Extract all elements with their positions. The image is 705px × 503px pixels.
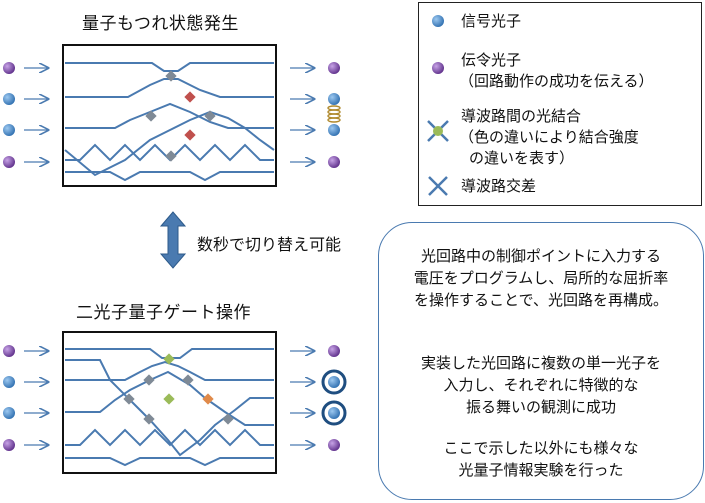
- crossing-icon: [428, 176, 448, 196]
- legend: 信号光子 伝令光子 （回路動作の成功を伝える） 導波路間の光結合 （色の違いによ…: [418, 2, 702, 206]
- herald-photon-icon: [432, 62, 444, 74]
- waveguide: [64, 110, 275, 177]
- switch-label: 数秒で切り替え可能: [197, 235, 342, 254]
- coupler-gray: [182, 374, 194, 386]
- callout-line-4: 実装した光回路に複数の単一光子を: [420, 354, 661, 372]
- entanglement-title: 量子もつれ状態発生: [82, 14, 239, 34]
- coupler-gray: [222, 413, 234, 425]
- signal-photon-out: [328, 376, 340, 388]
- legend-crossing-label: 導波路交差: [461, 177, 537, 195]
- legend-icons: [427, 15, 449, 196]
- chip-frame-top: [62, 44, 277, 187]
- entanglement-circuit: [3, 44, 341, 187]
- callout-line-6: 振る舞いの観測に成功: [465, 398, 616, 416]
- legend-signal-label: 信号光子: [461, 12, 522, 30]
- coupler-green: [163, 393, 175, 405]
- herald-photon-out: [328, 439, 340, 451]
- signal-photon-out: [328, 93, 340, 105]
- callout-line-3: を操作することで、光回路を再構成。: [414, 291, 668, 309]
- two-photon-ring-icon: [321, 369, 347, 426]
- waveguide: [65, 171, 274, 182]
- coupler-red: [184, 129, 196, 141]
- gate-circuit: [3, 331, 347, 474]
- signal-photon-in: [3, 407, 15, 419]
- waveguide: [65, 457, 274, 467]
- herald-photon-in: [3, 156, 15, 168]
- herald-photon-out: [328, 345, 340, 357]
- legend-herald-label: 伝令光子: [461, 51, 522, 69]
- signal-photon-in: [3, 376, 15, 388]
- signal-photon-out: [328, 124, 340, 136]
- waveguide: [65, 360, 274, 381]
- herald-photon-in: [3, 62, 15, 74]
- coupler-green: [163, 353, 175, 365]
- coupler-gray: [143, 413, 155, 425]
- signal-photon-in: [3, 93, 15, 105]
- callout-line-1: 光回路中の制御ポイントに入力する: [420, 247, 661, 265]
- callout-line-7: ここで示した以外にも様々な: [443, 439, 639, 457]
- entanglement-spring-icon: [327, 105, 341, 123]
- legend-coupling-label: 導波路間の光結合: [461, 107, 582, 125]
- herald-photon-in: [3, 439, 15, 451]
- explanation-callout: 光回路中の制御ポイントに入力する 電圧をプログラムし、局所的な屈折率 を操作する…: [378, 222, 704, 500]
- coupler-orange: [202, 393, 214, 405]
- signal-photon-in: [3, 124, 15, 136]
- herald-photon-in: [3, 345, 15, 357]
- gate-title: 二光子量子ゲート操作: [76, 303, 251, 323]
- waveguide: [65, 428, 274, 447]
- legend-coupling-note-1: （色の違いにより結合強度: [459, 128, 639, 146]
- waveguide: [65, 370, 274, 426]
- signal-photon-out: [328, 407, 340, 419]
- callout-line-8: 光量子情報実験を行った: [458, 461, 624, 479]
- switch-double-arrow-icon: [159, 211, 187, 269]
- waveguide: [65, 359, 274, 457]
- signal-photon-icon: [432, 15, 444, 27]
- herald-photon-out: [328, 62, 340, 74]
- coupling-icon: [427, 120, 449, 142]
- waveguide: [65, 102, 274, 129]
- callout-line-5: 入力し、それぞれに特徴的な: [443, 376, 639, 394]
- legend-coupling-note-2: の違いを表す）: [469, 149, 575, 167]
- coupler-gray: [165, 150, 177, 162]
- callout-line-2: 電圧をプログラムし、局所的な屈折率: [413, 269, 669, 287]
- coupler-gray: [143, 374, 155, 386]
- legend-herald-note: （回路動作の成功を伝える）: [459, 72, 654, 90]
- herald-photon-out: [328, 156, 340, 168]
